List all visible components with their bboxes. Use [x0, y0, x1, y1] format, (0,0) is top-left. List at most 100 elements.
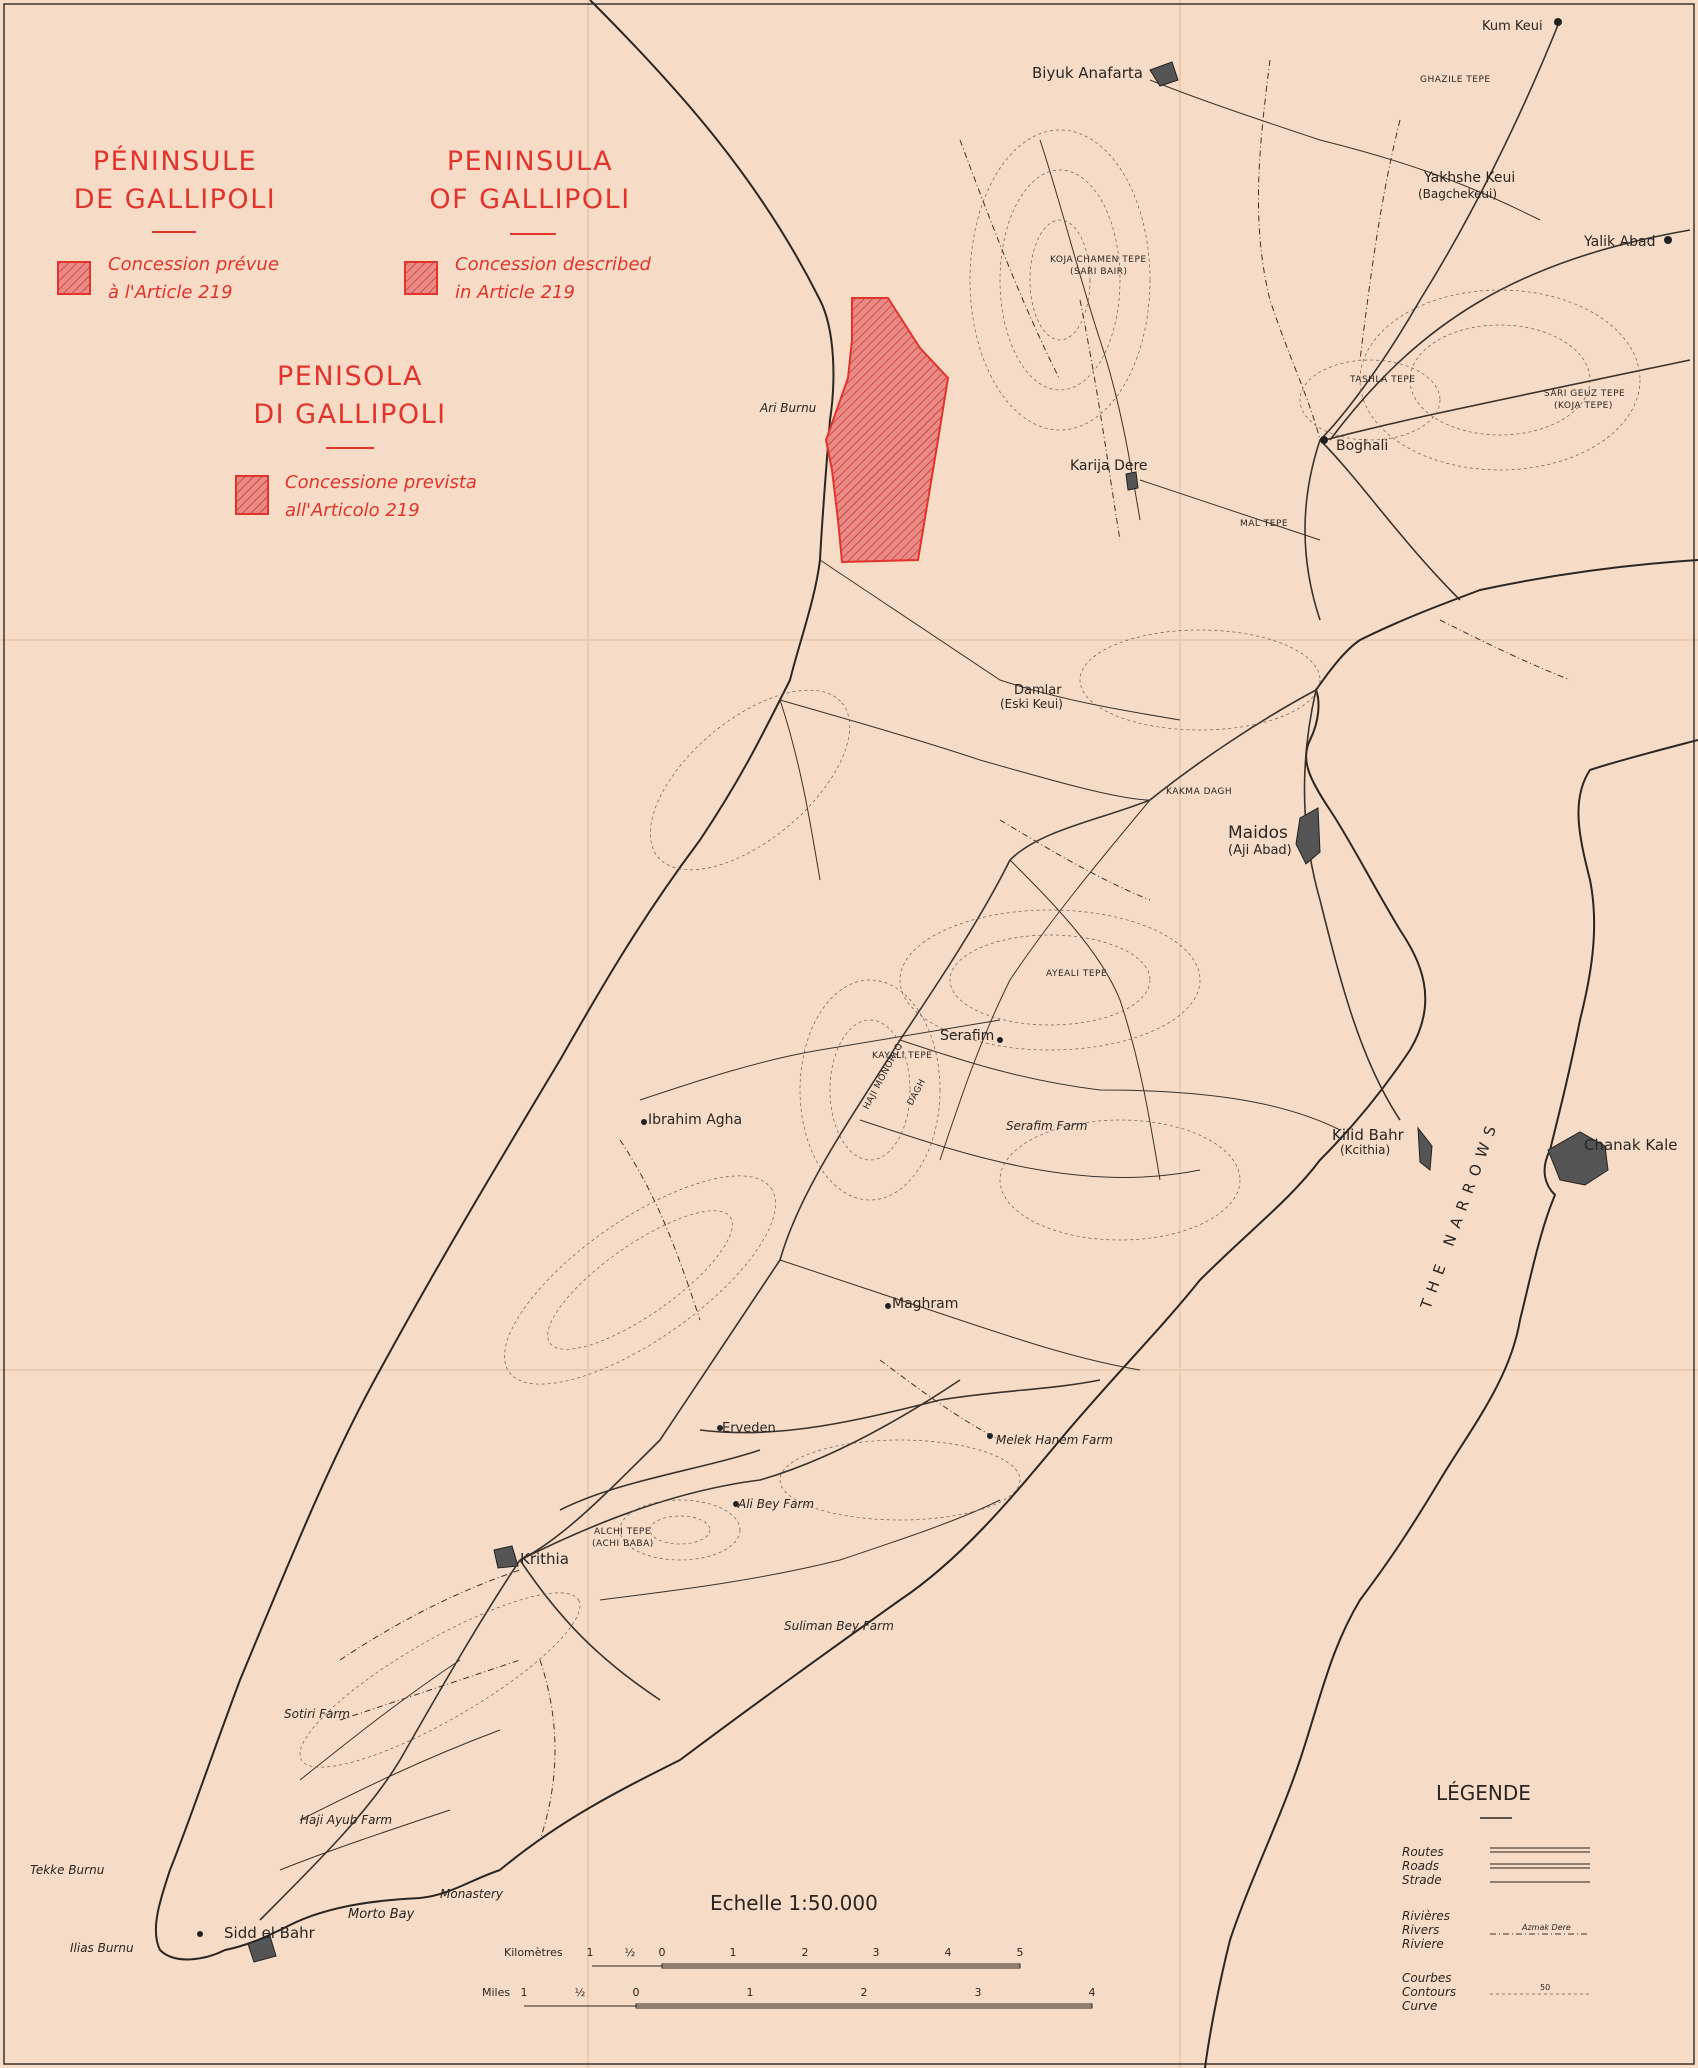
svg-text:2: 2 [861, 1986, 868, 1999]
svg-text:3: 3 [975, 1986, 982, 1999]
scale-km-ticks: 1 ½ 0 1 2 3 4 5 [587, 1946, 1024, 1959]
title-it-2: DI GALLIPOLI [253, 399, 446, 430]
label-serafim-farm: Serafim Farm [1006, 1119, 1087, 1133]
title-it-1: PENISOLA [277, 361, 423, 392]
svg-text:Rivières: Rivières [1402, 1909, 1450, 1923]
label-biyuk-anafarta: Biyuk Anafarta [1032, 64, 1143, 82]
svg-text:Courbes: Courbes [1402, 1971, 1452, 1985]
label-yakhshe-keui: Yakhshe Keui [1423, 170, 1515, 186]
scale-mile-ticks: 1 ½ 0 1 2 3 4 [521, 1986, 1096, 1999]
label-eski-keui: (Eski Keui) [1000, 697, 1063, 711]
label-kakma-dagh: KAKMA DAGH [1166, 787, 1232, 797]
label-koja-tepe: (KOJA TEPE) [1554, 401, 1613, 411]
aegean-coastline [169, 0, 835, 1871]
concession-area[interactable] [824, 297, 950, 564]
label-dagh: DAGH [906, 1078, 928, 1108]
scale-title: Echelle 1:50.000 [710, 1891, 878, 1915]
svg-text:1: 1 [587, 1946, 594, 1959]
label-morto-bay: Morto Bay [348, 1907, 415, 1922]
label-maghram: Maghram [892, 1296, 958, 1312]
note-en-2: in Article 219 [455, 282, 575, 303]
label-kum-keui: Kum Keui [1482, 19, 1543, 34]
note-fr-2: à l'Article 219 [108, 282, 233, 303]
roads [259, 19, 1691, 1921]
label-yalik-abad: Yalik Abad [1583, 234, 1655, 250]
asian-shore [1204, 739, 1698, 2068]
legend-block-french: PÉNINSULE DE GALLIPOLI Concession prévue… [57, 145, 279, 303]
label-erveden: Erveden [722, 1421, 776, 1436]
svg-text:50: 50 [1540, 1983, 1550, 1992]
label-koja-chamen-tepe: KOJA CHAMEN TEPE [1050, 255, 1147, 265]
rivers [339, 59, 1571, 1841]
svg-text:Strade: Strade [1402, 1873, 1442, 1887]
label-mal-tepe: MAL TEPE [1240, 519, 1288, 529]
note-fr-1: Concession prévue [108, 254, 279, 275]
legend-roads: Routes Roads Strade [1402, 1845, 1590, 1887]
label-melek-hanem-farm: Melek Hanem Farm [996, 1433, 1113, 1447]
label-karija-dere: Karija Dere [1070, 458, 1148, 474]
svg-text:Curve: Curve [1402, 1999, 1437, 2013]
label-krithia: Krithia [520, 1550, 569, 1568]
title-fr-1: PÉNINSULE [93, 145, 257, 177]
label-haji-ayub-farm: Haji Ayub Farm [300, 1813, 392, 1827]
svg-text:½: ½ [575, 1986, 586, 1999]
legend-block-english: PENINSULA OF GALLIPOLI Concession descri… [404, 146, 652, 303]
chanak-kale-town [1547, 1131, 1609, 1186]
label-maidos: Maidos [1228, 823, 1288, 843]
label-ali-bey-farm: Ali Bey Farm [737, 1497, 814, 1511]
label-ilias-burnu: Ilias Burnu [70, 1941, 134, 1955]
label-sari-geuz-tepe: SARI GEUZ TEPE [1544, 389, 1625, 399]
note-it-2: all'Articolo 219 [285, 500, 420, 521]
scale-miles-label: Miles [482, 1986, 510, 1999]
map-border [3, 3, 1695, 2065]
label-sidd-el-bahr: Sidd el Bahr [224, 1924, 316, 1942]
svg-text:1: 1 [730, 1946, 737, 1959]
label-sotiri-farm: Sotiri Farm [284, 1707, 350, 1721]
svg-text:Riviere: Riviere [1402, 1937, 1444, 1951]
svg-text:2: 2 [802, 1946, 809, 1959]
label-achi-baba: (ACHI BABA) [592, 1539, 654, 1549]
note-en-1: Concession described [455, 254, 652, 275]
svg-text:0: 0 [659, 1946, 666, 1959]
label-alchi-tepe: ALCHI TEPE [594, 1527, 651, 1537]
svg-text:Contours: Contours [1402, 1985, 1456, 1999]
towns [197, 18, 1672, 1963]
label-chanak-kale: Chanak Kale [1584, 1136, 1678, 1154]
legend-title: LÉGENDE [1436, 1781, 1531, 1805]
label-kilid-bahr: Kilid Bahr [1332, 1126, 1405, 1144]
legend-block-italian: PENISOLA DI GALLIPOLI Concessione previs… [235, 361, 477, 521]
map-legend: LÉGENDE Routes Roads Strade Rivières Riv… [1402, 1781, 1590, 2013]
label-ibrahim-agha: Ibrahim Agha [648, 1112, 742, 1128]
scale-bar: Echelle 1:50.000 Kilomètres 1 ½ 0 1 2 3 … [482, 1891, 1096, 2009]
label-ayeali-tepe: AYEALI TEPE [1046, 969, 1107, 979]
svg-text:1: 1 [747, 1986, 754, 1999]
svg-text:5: 5 [1017, 1946, 1024, 1959]
svg-text:Roads: Roads [1402, 1859, 1439, 1873]
legend-contours: Courbes Contours Curve 50 [1402, 1971, 1590, 2013]
label-tashla-tepe: TASHLA TEPE [1349, 375, 1415, 385]
label-tekke-burnu: Tekke Burnu [30, 1863, 105, 1877]
label-ari-burnu: Ari Burnu [759, 401, 817, 415]
svg-text:4: 4 [1089, 1986, 1096, 1999]
title-en-2: OF GALLIPOLI [429, 184, 630, 215]
svg-text:4: 4 [945, 1946, 952, 1959]
label-ghazile-tepe: GHAZILE TEPE [1420, 75, 1491, 85]
dardanelles-coast [499, 559, 1698, 1871]
label-serafim: Serafim [940, 1028, 994, 1044]
label-aji-abad: (Aji Abad) [1228, 843, 1292, 858]
note-it-1: Concessione prevista [285, 472, 477, 493]
label-suliman-bey-farm: Suliman Bey Farm [784, 1619, 894, 1633]
label-monastery: Monastery [440, 1887, 504, 1901]
svg-text:Routes: Routes [1402, 1845, 1444, 1859]
svg-text:Azmak Dere: Azmak Dere [1521, 1923, 1571, 1932]
svg-text:0: 0 [633, 1986, 640, 1999]
label-bagchekeui: (Bagchekeui) [1418, 187, 1497, 201]
title-fr-2: DE GALLIPOLI [74, 184, 276, 215]
svg-text:½: ½ [625, 1946, 636, 1959]
title-en-1: PENINSULA [447, 146, 613, 177]
concession-swatch-en [404, 261, 438, 295]
concession-swatch-it [235, 475, 269, 515]
